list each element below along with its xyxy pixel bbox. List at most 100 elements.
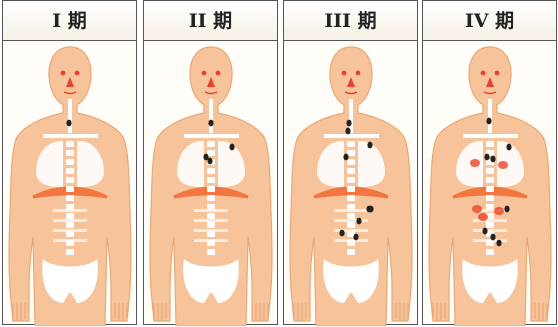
vertebra xyxy=(207,141,215,147)
body-illustration xyxy=(144,41,277,326)
vertebra xyxy=(66,249,74,255)
eye xyxy=(356,71,361,76)
rib xyxy=(473,219,507,222)
rib xyxy=(473,229,507,232)
vertebra xyxy=(347,249,355,255)
vertebra xyxy=(347,213,355,219)
vertebra xyxy=(347,177,355,183)
rib xyxy=(194,239,228,242)
vertebra xyxy=(207,168,215,174)
rib xyxy=(334,239,368,242)
stage-title: II 期 xyxy=(144,1,277,41)
rib xyxy=(194,209,228,212)
rib xyxy=(53,229,87,232)
vertebra xyxy=(347,168,355,174)
trachea xyxy=(68,99,72,133)
vertebra xyxy=(207,249,215,255)
vertebra xyxy=(486,186,494,192)
rib xyxy=(334,229,368,232)
metastasis-lesion xyxy=(498,161,508,169)
vertebra xyxy=(486,249,494,255)
collar-bones xyxy=(324,134,379,138)
body-illustration xyxy=(3,41,136,326)
vertebra xyxy=(66,150,74,156)
tumor-node xyxy=(490,156,495,163)
eye xyxy=(75,71,80,76)
body-illustration xyxy=(423,41,556,326)
vertebra xyxy=(66,168,74,174)
tumor-node xyxy=(208,120,213,127)
tumor-node xyxy=(368,206,373,213)
stage-title: I 期 xyxy=(3,1,136,41)
eye xyxy=(202,71,207,76)
vertebra xyxy=(207,177,215,183)
vertebra xyxy=(66,222,74,228)
vertebra xyxy=(486,168,494,174)
vertebra xyxy=(207,186,215,192)
vertebra xyxy=(66,213,74,219)
vertebra xyxy=(347,186,355,192)
vertebra xyxy=(207,222,215,228)
trachea xyxy=(488,99,492,133)
tumor-node xyxy=(490,234,495,241)
vertebra xyxy=(347,150,355,156)
rib xyxy=(473,239,507,242)
stage-title: IV 期 xyxy=(423,1,556,41)
tumor-node xyxy=(506,144,511,151)
vertebra xyxy=(486,195,494,201)
trachea xyxy=(209,99,213,133)
stage-panel-3: III 期 xyxy=(283,0,418,325)
body-figure xyxy=(423,41,556,326)
vertebra xyxy=(486,177,494,183)
rib xyxy=(53,219,87,222)
metastasis-lesion xyxy=(494,207,504,215)
tumor-node xyxy=(367,142,372,149)
tumor-node xyxy=(66,120,71,127)
vertebra xyxy=(486,222,494,228)
rib xyxy=(53,209,87,212)
tumor-node xyxy=(207,158,212,165)
rib xyxy=(53,239,87,242)
eye xyxy=(495,71,500,76)
stage-panel-2: II 期 xyxy=(143,0,278,325)
metastasis-lesion xyxy=(470,159,480,167)
tumor-node xyxy=(486,118,491,125)
collar-bones xyxy=(184,134,239,138)
tumor-node xyxy=(356,218,361,225)
tumor-node xyxy=(343,154,348,161)
metastasis-lesion xyxy=(472,205,482,213)
collar-bones xyxy=(463,134,518,138)
stage-panel-4: IV 期 xyxy=(422,0,557,325)
vertebra xyxy=(66,186,74,192)
eye xyxy=(216,71,221,76)
body-figure xyxy=(3,41,136,326)
stage-panel-1: I 期 xyxy=(2,0,137,325)
tumor-node xyxy=(229,144,234,151)
eye xyxy=(61,71,66,76)
vertebra xyxy=(486,141,494,147)
stage-title: III 期 xyxy=(284,1,417,41)
tumor-node xyxy=(346,120,351,127)
rib xyxy=(194,229,228,232)
tumor-node xyxy=(482,228,487,235)
vertebra xyxy=(66,159,74,165)
rib xyxy=(334,219,368,222)
vertebra xyxy=(207,213,215,219)
eye xyxy=(342,71,347,76)
tumor-node xyxy=(339,230,344,237)
metastasis-lesion xyxy=(478,213,488,221)
tumor-node xyxy=(345,128,350,135)
vertebra xyxy=(66,195,74,201)
tumor-node xyxy=(484,154,489,161)
vertebra xyxy=(347,222,355,228)
vertebra xyxy=(207,195,215,201)
vertebra xyxy=(207,150,215,156)
tumor-node xyxy=(353,234,358,241)
body-illustration xyxy=(284,41,417,326)
vertebra xyxy=(66,177,74,183)
tumor-node xyxy=(504,206,509,213)
rib xyxy=(334,209,368,212)
eye xyxy=(481,71,486,76)
body-figure xyxy=(144,41,277,326)
vertebra xyxy=(347,159,355,165)
